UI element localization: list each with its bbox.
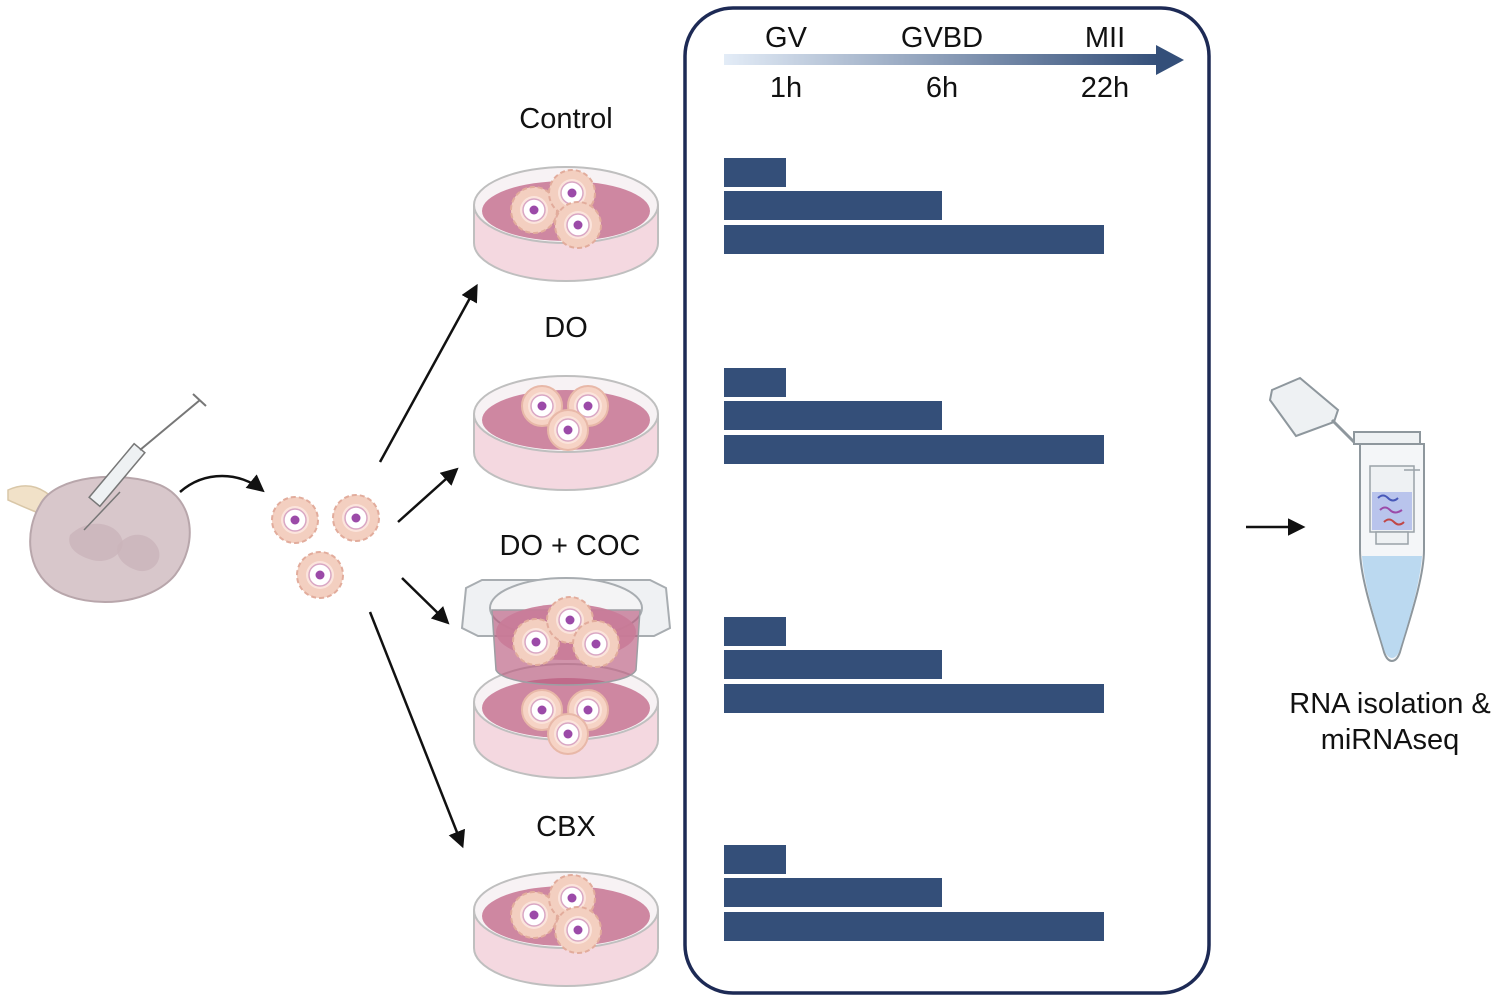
culture-bar-do-coc-1h	[724, 617, 786, 646]
culture-bar-control-1h	[724, 158, 786, 187]
culture-bar-cbx-6h	[724, 878, 942, 907]
culture-bar-do-6h	[724, 401, 942, 430]
culture-bar-do-1h	[724, 368, 786, 397]
group-label-cbx: CBX	[536, 811, 596, 843]
group-label-control: Control	[519, 103, 613, 135]
group-label-do: DO	[544, 312, 588, 344]
ovary-icon	[7, 475, 191, 603]
culture-bar-control-6h	[724, 191, 942, 220]
culture-dish-icon	[473, 375, 659, 491]
stage-label-gvbd: GVBD	[900, 22, 984, 54]
rna-isolation-line2: miRNAseq	[1320, 724, 1460, 756]
culture-dish-icon	[473, 166, 659, 282]
time-label-6h: 6h	[925, 72, 959, 104]
culture-bar-control-22h	[724, 225, 1104, 254]
culture-bar-do-22h	[724, 435, 1104, 464]
rna-isolation-line1: RNA isolation &	[1289, 688, 1491, 720]
microtube-icon	[1268, 376, 1425, 662]
stage-label-mii: MII	[1084, 22, 1126, 54]
syringe-icon	[83, 393, 207, 531]
oocyte-icon	[271, 494, 380, 599]
time-label-22h: 22h	[1080, 72, 1130, 104]
time-label-1h: 1h	[769, 72, 803, 104]
rna-isolation-label: RNA isolation & miRNAseq	[1289, 686, 1491, 758]
group-label-do-coc: DO + COC	[499, 530, 641, 562]
distribution-arrows	[368, 283, 478, 849]
culture-bar-do-coc-22h	[724, 684, 1104, 713]
transwell-insert-icon	[460, 577, 672, 686]
culture-dish-icon	[473, 871, 659, 987]
timeline-panel	[683, 6, 1211, 995]
culture-bar-cbx-22h	[724, 912, 1104, 941]
culture-bars	[724, 158, 1104, 941]
culture-bar-do-coc-6h	[724, 650, 942, 679]
collection-arrow	[179, 474, 265, 493]
timeline-arrow	[724, 45, 1184, 75]
culture-bar-cbx-1h	[724, 845, 786, 874]
stage-label-gv: GV	[765, 22, 807, 54]
